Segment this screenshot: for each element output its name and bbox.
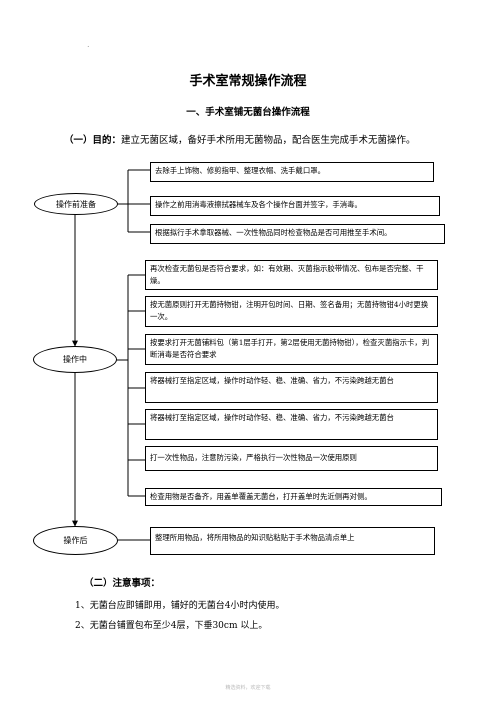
before-step-2: 操作之前用消毒液擦拭器械车及各个操作台面并签字，手消毒。 [150, 196, 440, 216]
purpose-paragraph: （一）目的：建立无菌区域，备好手术所用无菌物品，配合医生完成手术无菌操作。 [64, 131, 434, 151]
page-title: 手术室常规操作流程 [189, 74, 307, 89]
note-item: 1、无菌台应即铺即用，铺好的无菌台4小时内使用。 [75, 601, 285, 611]
stage-after: 操作后 [33, 526, 118, 555]
header-mark: . [87, 40, 90, 49]
note-item: 2、无菌台铺置包布至少4层，下垂30cm 以上。 [75, 621, 268, 631]
footer-text: 精选资料，欢迎下载 [225, 685, 271, 691]
purpose-text: 建立无菌区域，备好手术所用无菌物品，配合医生完成手术无菌操作。 [121, 135, 416, 146]
after-step-1: 整理所用物品，将所用物品的知识贴粘贴于手术物品清点单上 [150, 527, 435, 555]
during-step-6: 打一次性物品，注意防污染，严格执行一次性物品一次使用原则 [145, 446, 438, 471]
during-step-5: 将器械打至指定区域，操作时动作轻、稳、准确、省力，不污染跨越无菌台 [145, 409, 438, 440]
before-step-3: 根据拟行手术拿取器械、一次性物品同时检查物品是否可用推至手术间。 [150, 224, 445, 244]
during-step-1: 再次检查无菌包是否符合要求，如：有效期、灭菌指示胶带情况、包布是否完整、干燥。 [145, 260, 438, 290]
stage-during: 操作中 [33, 346, 117, 373]
during-step-2: 按无菌原则打开无菌持物钳，注明开包时间、日期、签名备用；无菌持物钳4小时更换一次… [145, 296, 438, 327]
during-step-7: 检查用物是否备齐，用盖单覆盖无菌台，打开盖单时先近侧再对侧。 [145, 488, 442, 506]
during-step-3: 按要求打开无菌铺料包（第1层手打开，第2层使用无菌持物钳），检查灭菌指示卡，判断… [145, 334, 438, 365]
before-step-1: 去除手上饰物、修剪指甲、整理衣帽、洗手戴口罩。 [150, 162, 434, 182]
during-step-4: 将器械打至指定区域，操作时动作轻、稳、准确、省力，不污染跨越无菌台 [145, 372, 438, 403]
stage-before-prep: 操作前准备 [34, 193, 118, 215]
notes-heading: （二）注意事项： [84, 578, 161, 589]
section-title: 一、手术室铺无菌台操作流程 [186, 107, 310, 118]
purpose-label: （一）目的： [64, 135, 122, 146]
